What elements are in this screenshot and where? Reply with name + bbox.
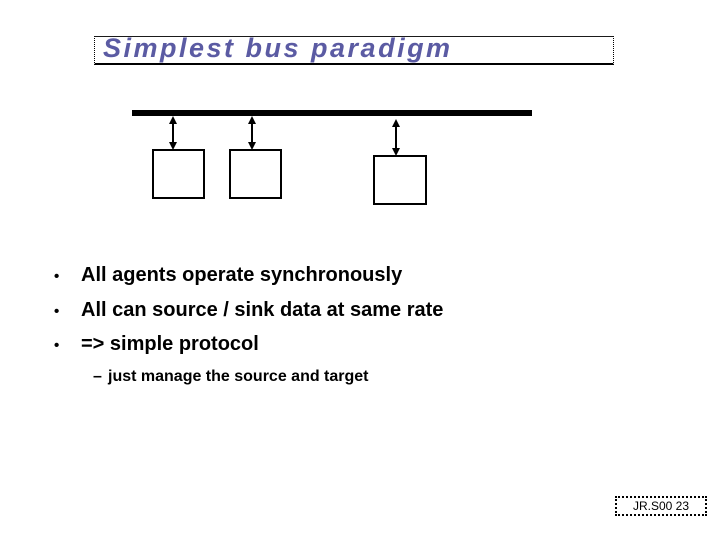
agent-box-1 — [152, 149, 205, 199]
bidirectional-arrow-icon — [169, 116, 177, 150]
bullet-dot-icon: • — [54, 337, 60, 354]
bullet-item: • All agents operate synchronously — [54, 259, 674, 294]
sub-bullet-item: – just manage the source and target — [54, 363, 674, 390]
footer-slide-id-box: JR.S00 23 — [615, 496, 707, 516]
bullet-text: All can source / sink data at same rate — [81, 298, 444, 321]
title-placeholder-box: Simplest bus paradigm — [94, 33, 614, 65]
agent-box-3 — [373, 155, 427, 205]
bullet-list: • All agents operate synchronously • All… — [54, 259, 674, 390]
bullet-dot-icon: • — [54, 302, 60, 320]
bullet-dot-icon: • — [54, 268, 60, 285]
agent-box-2 — [229, 149, 282, 199]
page-title: Simplest bus paradigm — [103, 33, 453, 63]
bidirectional-arrow-icon — [248, 116, 256, 150]
dash-marker-icon: – — [93, 367, 102, 385]
bullet-text: All agents operate synchronously — [81, 264, 403, 286]
bidirectional-arrow-icon — [392, 119, 400, 156]
bullet-item: • All can source / sink data at same rat… — [54, 294, 674, 329]
bus-bar — [132, 110, 532, 116]
bullet-item: • => simple protocol — [54, 328, 674, 363]
sub-bullet-text: just manage the source and target — [108, 367, 369, 385]
bullet-text: => simple protocol — [81, 333, 259, 355]
footer-slide-id: JR.S00 23 — [632, 499, 690, 513]
